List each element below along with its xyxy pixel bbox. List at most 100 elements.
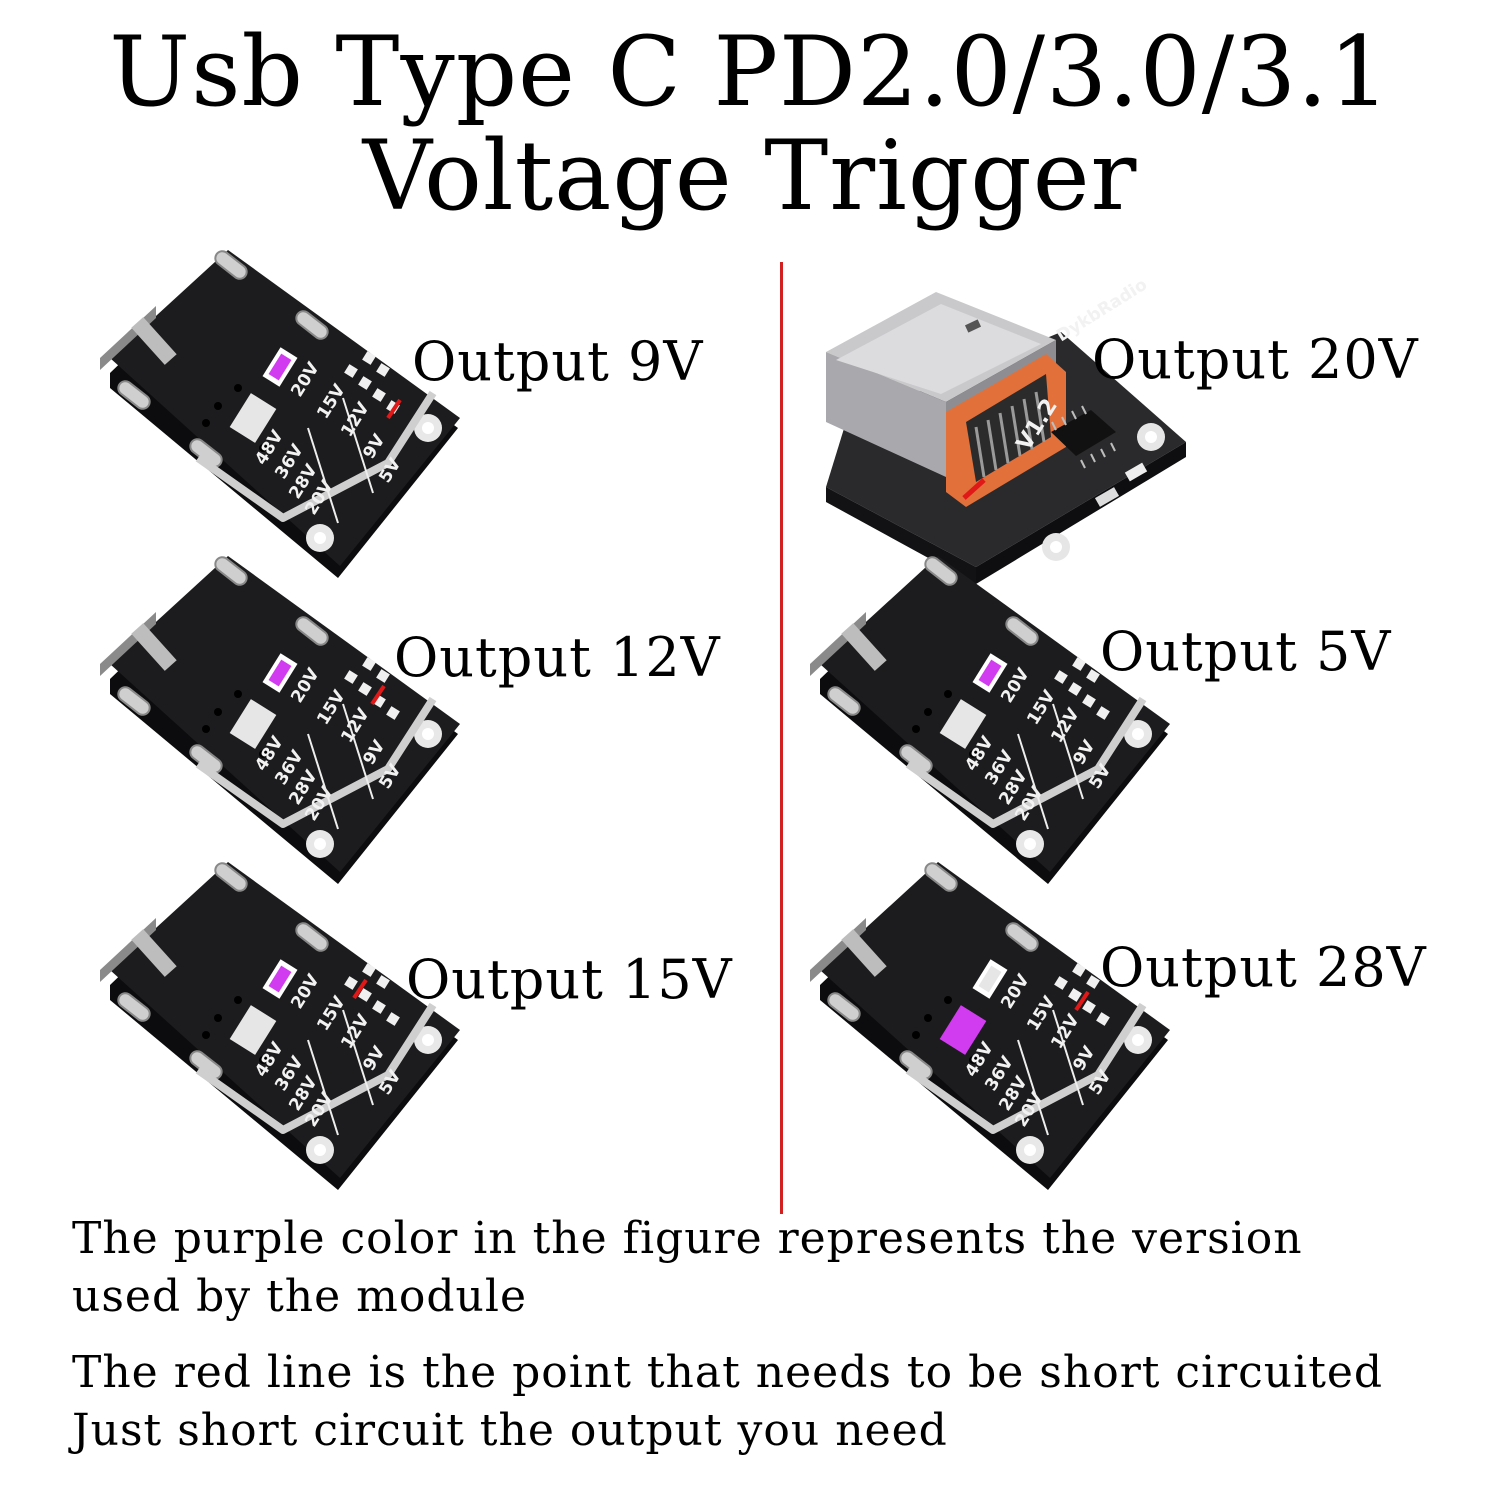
pad-slot: [924, 862, 958, 892]
jumper-pad: [1068, 682, 1082, 696]
jumper-pad: [372, 1000, 386, 1014]
via: [259, 444, 267, 452]
pad-slot: [117, 686, 151, 716]
jumper-pad: [376, 363, 390, 377]
pd-chip: [1051, 410, 1116, 456]
jumper-pad: [362, 351, 376, 365]
jumper-pad: [1054, 976, 1068, 990]
pad-slot: [827, 992, 861, 1022]
version-pad-bottom: [229, 393, 277, 443]
pd-board-20v-connector-side: DykbRadio V1.2: [816, 262, 1196, 592]
version-pad-bottom: [939, 1005, 987, 1055]
note-red-line: The red line is the point that needs to …: [72, 1347, 1384, 1398]
pad-slot: [924, 556, 958, 586]
short-mark: [352, 978, 368, 1000]
version-pad-top: [978, 659, 1002, 687]
jumper-pad: [1072, 963, 1086, 977]
jumper-pad: [1054, 670, 1068, 684]
page-subtitle: Voltage Trigger: [362, 120, 1138, 232]
pad-slot: [1005, 922, 1039, 952]
pad-slot: [295, 310, 329, 340]
output-label-5v: Output 5V: [1100, 620, 1392, 683]
pad-slot: [214, 862, 248, 892]
page-title: Usb Type C PD2.0/3.0/3.1: [109, 16, 1391, 128]
jumper-pad: [386, 706, 400, 720]
short-mark: [962, 478, 986, 500]
jumper-pad: [358, 988, 372, 1002]
pad-slot: [214, 556, 248, 586]
silk-divider: [1052, 703, 1084, 800]
via: [202, 419, 210, 427]
pcb-body: [110, 862, 460, 1178]
short-mark: [370, 684, 386, 706]
silk-divider: [342, 1009, 374, 1106]
version-pad-top: [978, 965, 1002, 993]
jumper-pad: [1082, 1000, 1096, 1014]
ground-trace: [905, 696, 1147, 828]
output-label-9v: Output 9V: [412, 330, 704, 393]
pad-slot: [1005, 616, 1039, 646]
output-label-15v: Output 15V: [406, 948, 733, 1011]
via: [259, 750, 267, 758]
jumper-pad: [362, 657, 376, 671]
pcb-body: [110, 250, 460, 566]
via: [969, 750, 977, 758]
jumper-pad: [1068, 988, 1082, 1002]
via: [944, 690, 952, 698]
silk-divider: [342, 397, 374, 494]
jumper-pad: [386, 1012, 400, 1026]
via: [214, 1014, 222, 1022]
pad-slot: [117, 992, 151, 1022]
jumper-pad: [1086, 975, 1100, 989]
version-pad-bottom: [939, 699, 987, 749]
jumper-pad: [344, 670, 358, 684]
jumper-pad: [362, 963, 376, 977]
version-pad-top: [268, 965, 292, 993]
jumper-pad: [1072, 657, 1086, 671]
jumper-pad: [376, 669, 390, 683]
output-label-20v: Output 20V: [1092, 328, 1419, 391]
short-mark: [1074, 990, 1090, 1012]
pcb-body: [820, 862, 1170, 1178]
pad-slot: [214, 250, 248, 280]
board-20v-graphic: DykbRadio V1.2: [826, 275, 1186, 584]
note-short-circuit: Just short circuit the output you need: [72, 1405, 948, 1456]
via: [912, 725, 920, 733]
jumper-pad: [358, 682, 372, 696]
via: [202, 725, 210, 733]
short-mark: [386, 398, 402, 420]
via: [969, 1056, 977, 1064]
version-pad-top: [268, 659, 292, 687]
jumper-pad: [376, 975, 390, 989]
via: [259, 1056, 267, 1064]
via: [924, 1014, 932, 1022]
silk-divider: [307, 427, 339, 524]
output-label-28v: Output 28V: [1100, 936, 1427, 999]
version-pad-bottom: [229, 1005, 277, 1055]
jumper-pad: [344, 364, 358, 378]
silk-divider: [307, 733, 339, 830]
jumper-pad: [1096, 706, 1110, 720]
silk-divider: [1017, 733, 1049, 830]
note-purple-line2: used by the module: [72, 1271, 527, 1322]
output-label-12v: Output 12V: [394, 626, 721, 689]
jumper-pad: [344, 976, 358, 990]
pad-slot: [295, 616, 329, 646]
jumper-pad: [1096, 1012, 1110, 1026]
pad-slot: [827, 686, 861, 716]
jumper-pad: [1086, 669, 1100, 683]
via: [912, 1031, 920, 1039]
center-divider: [780, 262, 783, 1214]
jumper-pad: [1082, 694, 1096, 708]
jumper-pad: [372, 388, 386, 402]
via: [234, 690, 242, 698]
